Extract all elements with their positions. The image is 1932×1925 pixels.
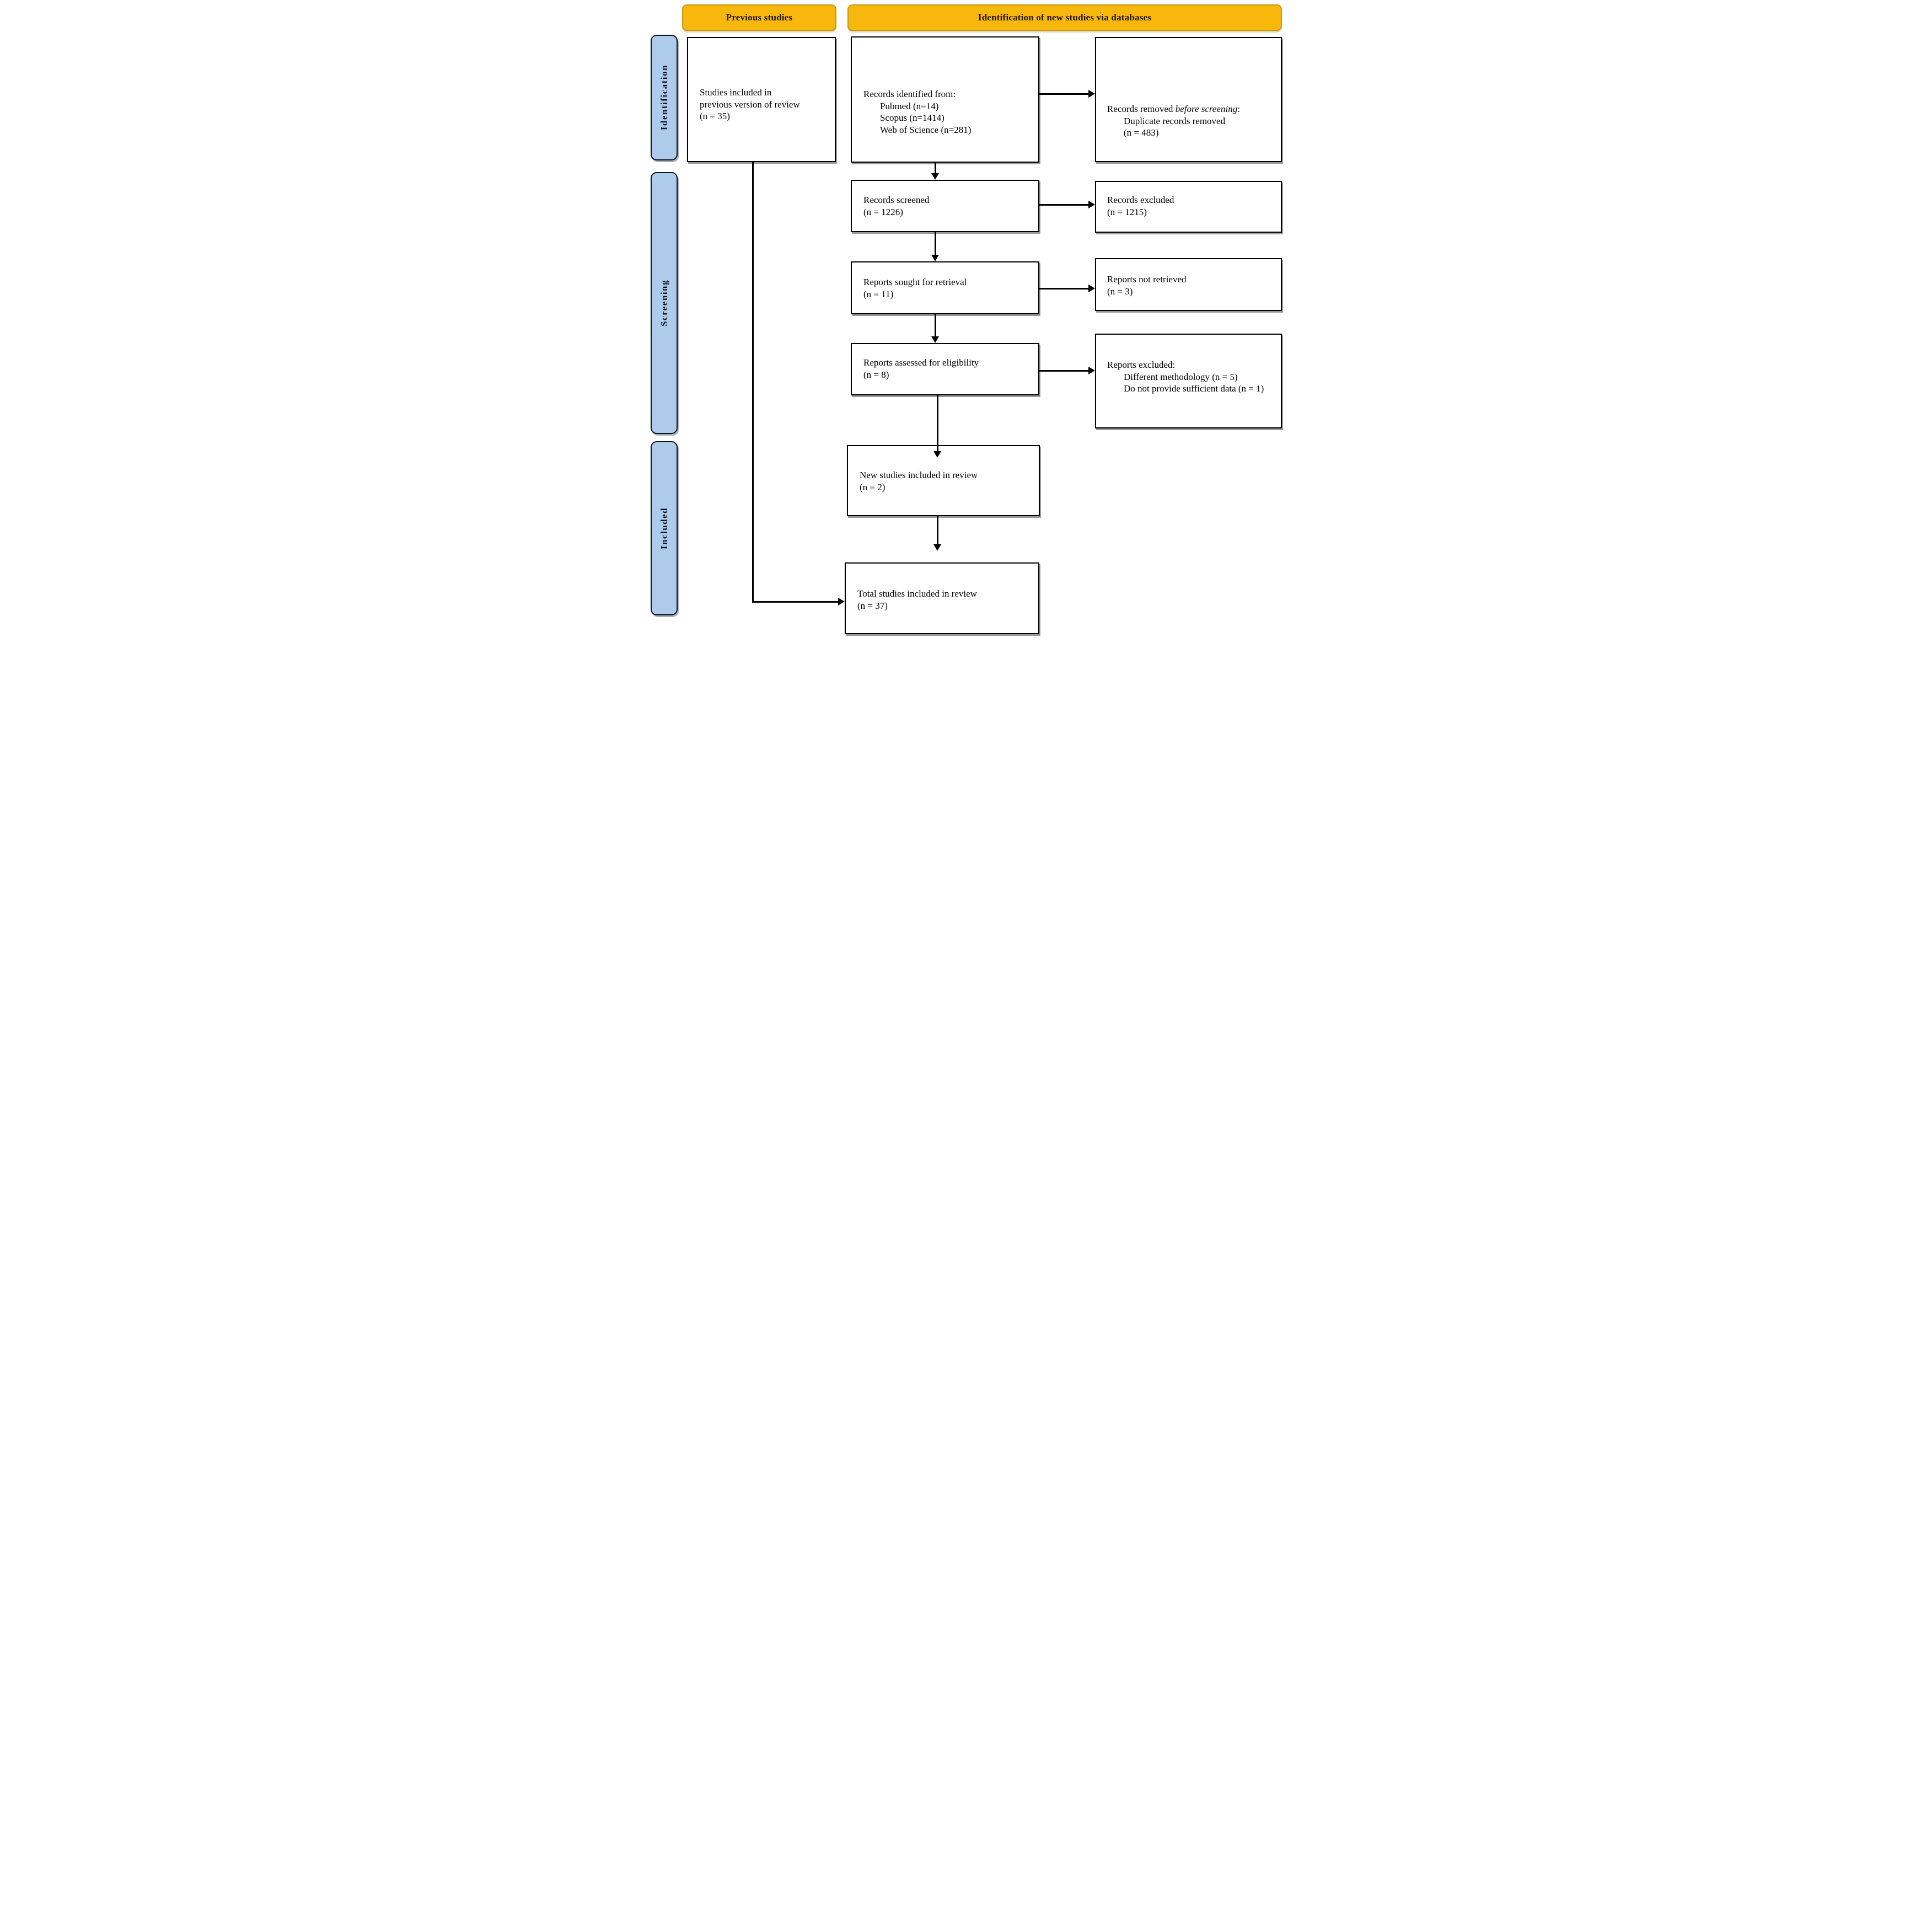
arrowhead-right-icon (1088, 285, 1095, 292)
box-line: Scopus (n=1414) (880, 112, 944, 123)
stage-included: Included (651, 441, 678, 615)
header-identification-new-studies-label: Identification of new studies via databa… (978, 12, 1152, 23)
box-line: Studies included in (700, 87, 772, 98)
box-line: (n = 37) (857, 600, 888, 611)
box-reports-excluded: Reports excluded: Different methodology … (1095, 334, 1282, 428)
connector-new-studies-to-total (937, 516, 938, 545)
connector-identified-to-screened (935, 163, 936, 174)
prisma-flow-diagram: Previous studies Identification of new s… (644, 0, 1288, 642)
arrowhead-down-icon (933, 451, 941, 458)
connector-previous-to-total-horizontal (752, 601, 838, 603)
box-line: Records screened (863, 195, 930, 205)
box-line: (n = 11) (863, 288, 894, 299)
box-line: Different methodology (n = 5) (1124, 371, 1238, 382)
box-previous-studies: Studies included in previous version of … (687, 37, 836, 162)
arrowhead-right-icon (1088, 367, 1095, 374)
box-line: Do not provide sufficient data (n = 1) (1124, 383, 1264, 394)
stage-identification: Identification (651, 35, 678, 160)
arrowhead-down-icon (931, 336, 939, 343)
arrowhead-right-icon (1088, 201, 1095, 208)
box-line: (n = 1215) (1107, 206, 1147, 217)
connector-assessed-to-new-studies (937, 395, 938, 452)
box-line-italic-text: before screening (1175, 104, 1238, 114)
box-line: Duplicate records removed (1124, 115, 1226, 126)
box-new-studies: New studies included in review (n = 2) (847, 445, 1040, 516)
connector-identified-to-removed (1039, 93, 1089, 95)
box-records-identified: Records identified from: Pubmed (n=14) S… (851, 36, 1039, 163)
connector-assessed-to-reports-excluded (1039, 370, 1089, 372)
arrowhead-right-icon (838, 598, 845, 605)
arrowhead-down-icon (933, 544, 941, 551)
box-line: Records excluded (1107, 195, 1174, 205)
box-line: Reports assessed for eligibility (863, 357, 979, 368)
box-line: (n = 1226) (863, 206, 903, 217)
header-previous-studies-label: Previous studies (726, 12, 793, 23)
connector-screened-to-excluded (1039, 204, 1089, 206)
box-line: Reports sought for retrieval (863, 277, 967, 287)
arrowhead-down-icon (931, 255, 939, 261)
box-line: Records identified from: (863, 89, 956, 99)
connector-sought-to-assessed (935, 314, 936, 337)
arrowhead-down-icon (931, 173, 939, 180)
box-records-removed: Records removed before screening: Duplic… (1095, 37, 1282, 162)
box-line: (n = 3) (1107, 286, 1133, 297)
box-line: (n = 35) (700, 111, 730, 121)
box-reports-sought: Reports sought for retrieval (n = 11) (851, 261, 1039, 314)
box-line-text: Records removed (1107, 104, 1176, 114)
box-line: Pubmed (n=14) (880, 100, 939, 111)
header-identification-new-studies: Identification of new studies via databa… (847, 4, 1282, 31)
box-total-studies: Total studies included in review (n = 37… (845, 562, 1039, 634)
box-line: Reports not retrieved (1107, 274, 1187, 285)
box-records-screened: Records screened (n = 1226) (851, 180, 1039, 232)
box-line-text: : (1237, 104, 1240, 114)
box-line: previous version of review (700, 99, 800, 110)
box-reports-not-retrieved: Reports not retrieved (n = 3) (1095, 258, 1282, 311)
box-records-excluded: Records excluded (n = 1215) (1095, 181, 1282, 233)
box-line: Records removed before screening: (1107, 103, 1276, 115)
arrowhead-right-icon (1088, 90, 1095, 98)
connector-previous-to-total-vertical (752, 162, 754, 602)
connector-sought-to-not-retrieved (1039, 288, 1089, 289)
stage-identification-label: Identification (658, 65, 669, 131)
box-line: New studies included in review (860, 470, 978, 480)
box-line: Total studies included in review (857, 588, 977, 599)
box-reports-assessed: Reports assessed for eligibility (n = 8) (851, 343, 1039, 395)
connector-screened-to-sought (935, 232, 936, 255)
box-line: (n = 483) (1124, 127, 1159, 138)
box-line: Web of Science (n=281) (880, 124, 972, 135)
box-line: (n = 2) (860, 481, 886, 492)
stage-screening-label: Screening (658, 280, 669, 326)
box-line: Reports excluded: (1107, 360, 1176, 370)
stage-included-label: Included (658, 507, 669, 550)
stage-screening: Screening (651, 172, 678, 434)
header-previous-studies: Previous studies (682, 4, 836, 31)
box-line: (n = 8) (863, 369, 889, 380)
